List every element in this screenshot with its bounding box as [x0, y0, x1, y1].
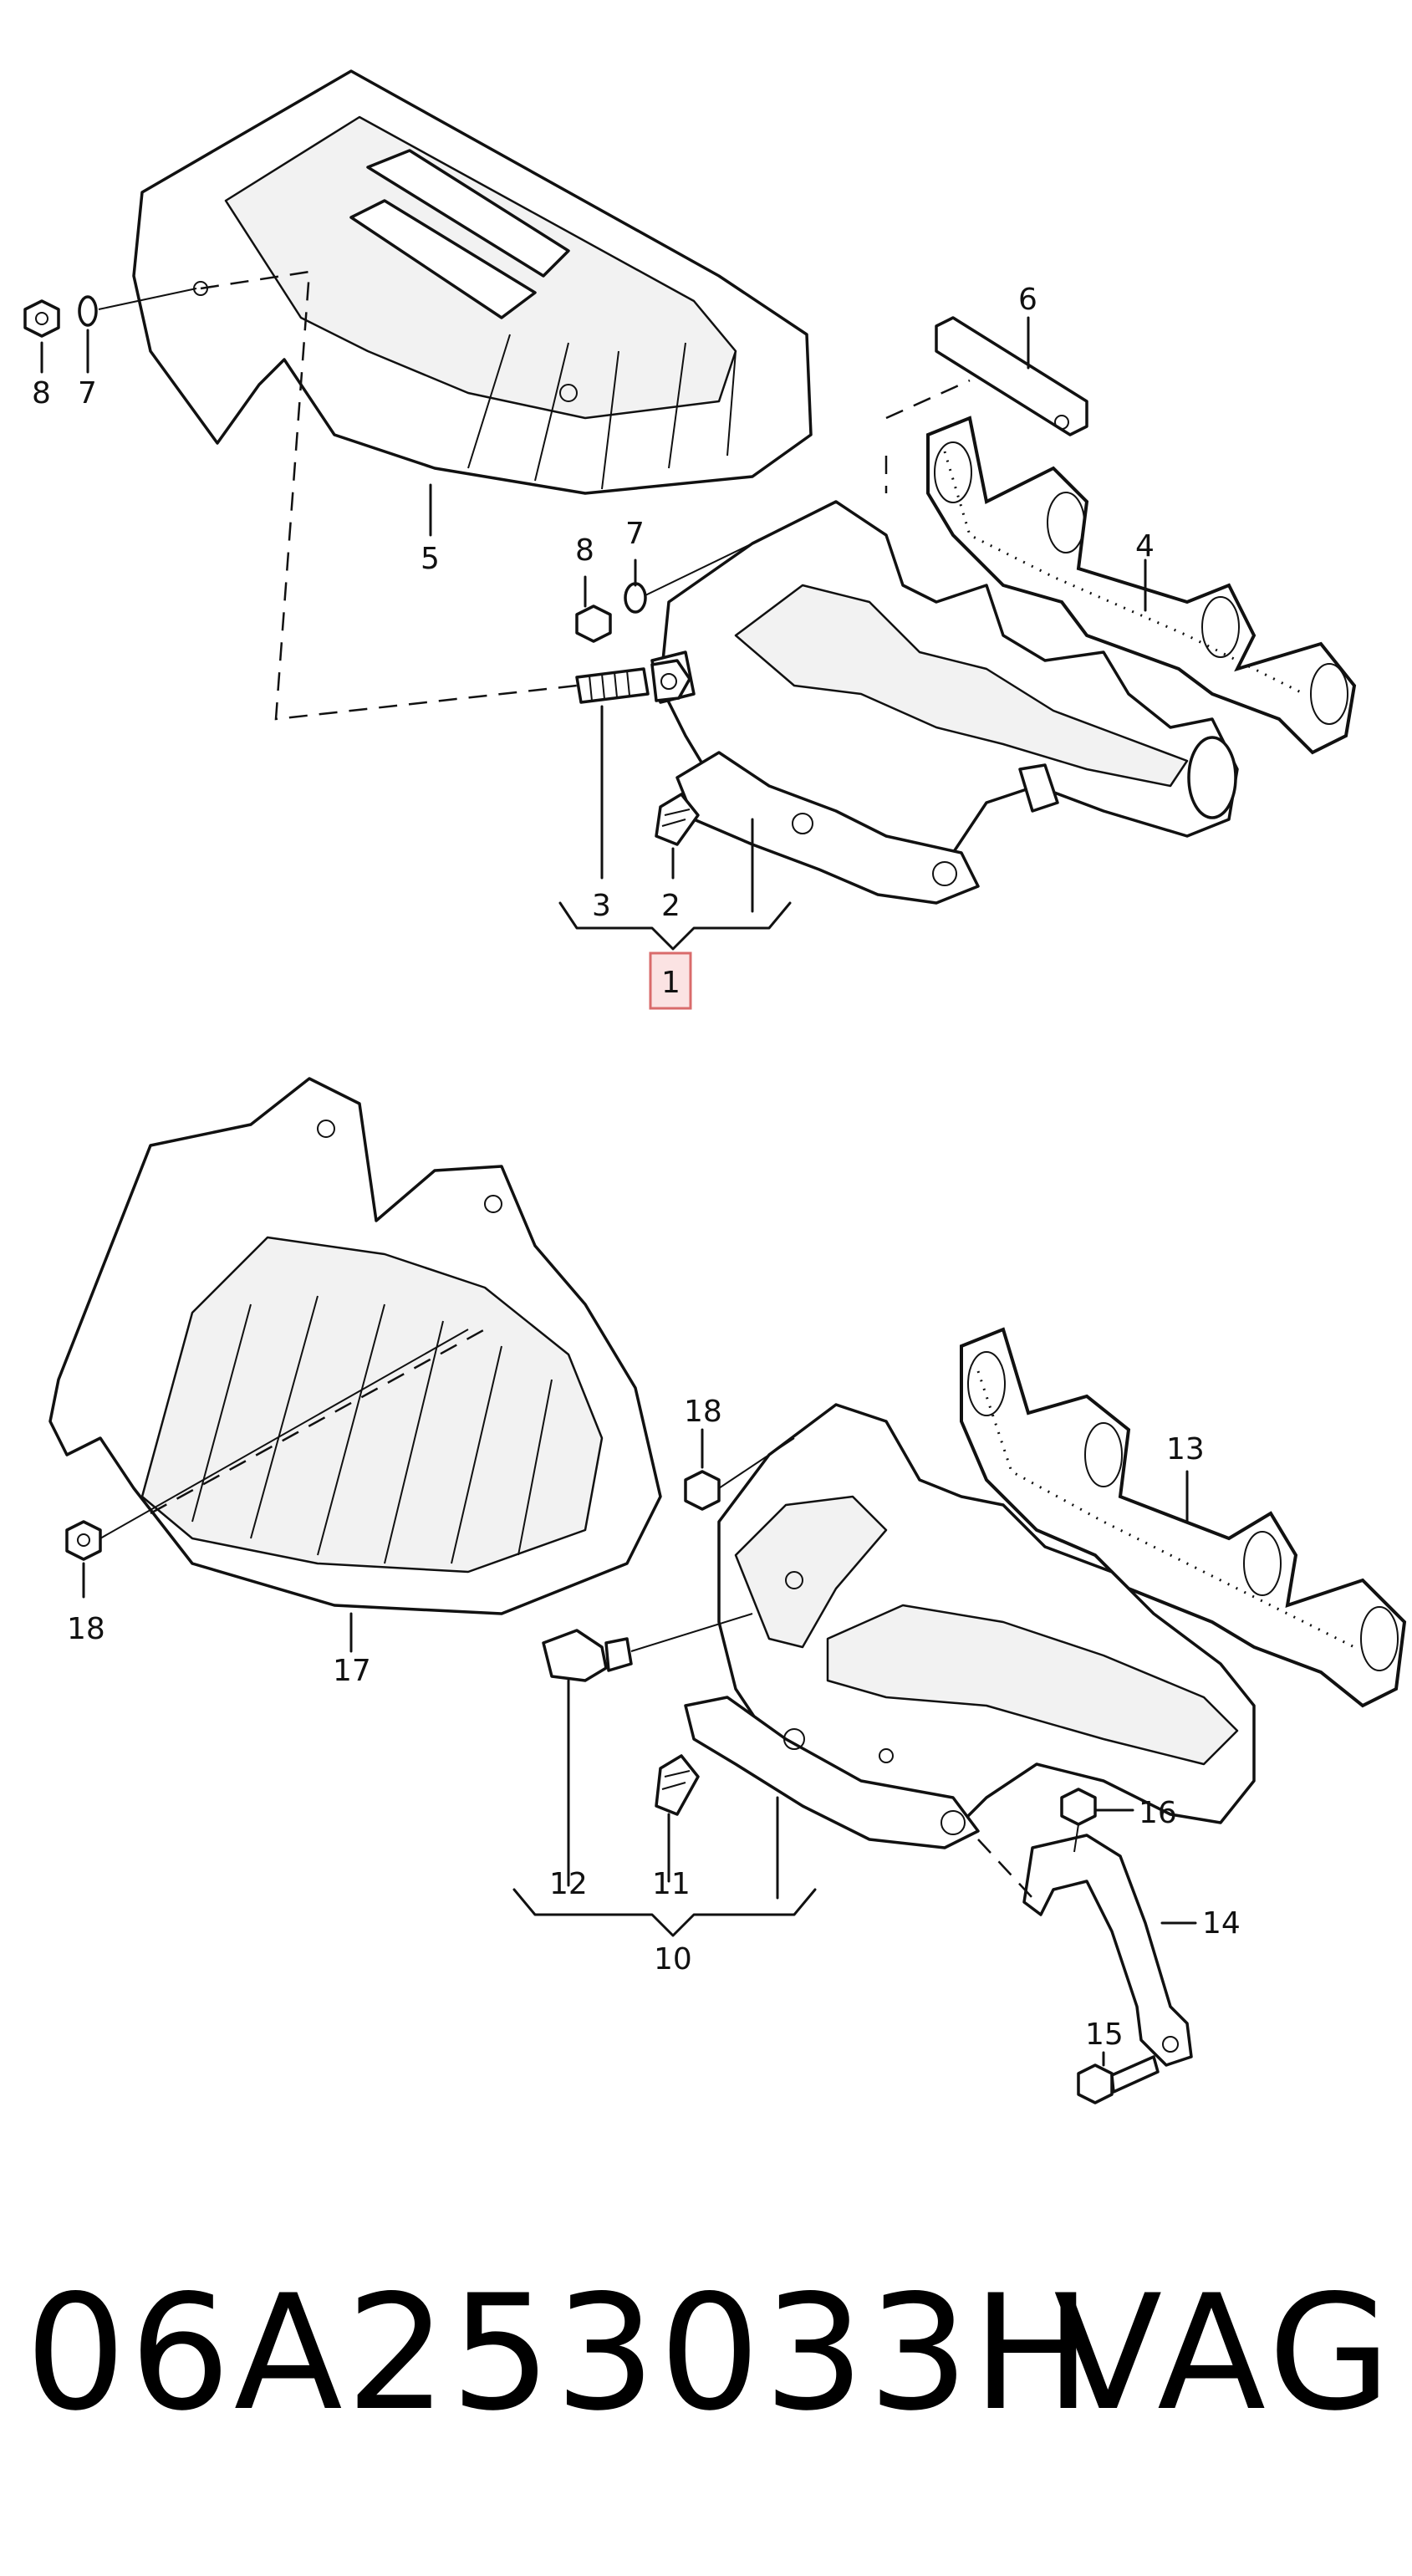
callout-5[interactable]: 5 [421, 542, 440, 576]
callout-16[interactable]: 16 [1139, 1796, 1177, 1830]
stud-bolt-upper [575, 659, 691, 704]
callout-10[interactable]: 10 [654, 1942, 692, 1977]
callout-8-upper-left[interactable]: 8 [32, 376, 51, 411]
sensor-lower-12 [542, 1613, 753, 1682]
callout-13[interactable]: 13 [1166, 1432, 1205, 1467]
assembly-line-shield-upper [200, 270, 578, 721]
pin-lower-11 [655, 1754, 700, 1816]
footer: 06A253033H VAG [25, 2257, 1396, 2450]
assembly-line-shield-lower [150, 1328, 486, 1515]
nut-washer-upper-left [23, 288, 197, 338]
bracket-group-1 [558, 901, 792, 951]
manifold-gasket-lower [960, 1327, 1407, 1708]
callout-14[interactable]: 14 [1202, 1906, 1241, 1941]
exhaust-manifold-upper [650, 500, 1239, 905]
nut-lower-16 [1060, 1788, 1097, 1853]
assembly-line-gasket-upper [885, 379, 971, 420]
callout-6[interactable]: 6 [1018, 283, 1037, 317]
callout-11[interactable]: 11 [652, 1867, 691, 1901]
callout-4[interactable]: 4 [1135, 529, 1155, 564]
callout-7-upper-left[interactable]: 7 [78, 376, 97, 411]
callout-1[interactable]: 1 [661, 966, 681, 1000]
callout-15[interactable]: 15 [1085, 2017, 1124, 2052]
manifold-gasket-upper [926, 416, 1357, 755]
exhaust-manifold-lower [684, 1403, 1256, 1849]
callout-8-upper-mid[interactable]: 8 [575, 533, 594, 568]
callout-18-lower-upper[interactable]: 18 [684, 1395, 722, 1429]
callout-7-upper-mid[interactable]: 7 [625, 517, 645, 551]
bracket-upper [935, 316, 1088, 436]
part-number: 06A253033H [25, 2261, 1095, 2446]
support-bracket-lower [1022, 1834, 1193, 2067]
callout-12[interactable]: 12 [549, 1867, 588, 1901]
callout-3[interactable]: 3 [592, 889, 611, 923]
bracket-group-10 [512, 1888, 817, 1937]
highlight-box-callout-1 [649, 951, 692, 1010]
heat-shield-lower [48, 1077, 662, 1615]
nut-washer-upper-mid [575, 543, 753, 643]
bolt-lower-15 [1077, 2055, 1160, 2104]
nut-lower-left [65, 1329, 469, 1561]
brand-name: VAG [1053, 2261, 1396, 2446]
pin-upper [655, 793, 700, 846]
callout-17[interactable]: 17 [333, 1654, 371, 1688]
callout-18-lower-left[interactable]: 18 [67, 1612, 105, 1646]
heat-shield-upper [132, 69, 813, 495]
nut-lower-18 [684, 1437, 795, 1511]
callout-2[interactable]: 2 [661, 889, 681, 923]
assembly-line-bracket-lower [977, 1839, 1033, 1899]
